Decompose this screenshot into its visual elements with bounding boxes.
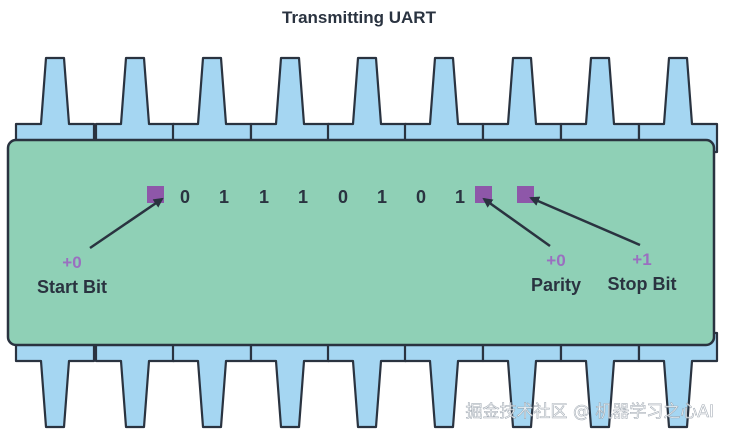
data-bit: 1 bbox=[259, 187, 269, 207]
top-pin bbox=[403, 56, 485, 154]
bottom-pin bbox=[249, 331, 331, 429]
parity-arrow bbox=[482, 197, 551, 248]
data-bit: 1 bbox=[377, 187, 387, 207]
top-pin bbox=[481, 56, 563, 154]
bottom-pin bbox=[14, 331, 96, 429]
bottom-pin bbox=[637, 331, 719, 429]
data-bit: 1 bbox=[219, 187, 229, 207]
top-pin bbox=[14, 56, 96, 154]
stop-bit-arrow bbox=[529, 196, 641, 247]
start-bit-label: Start Bit bbox=[37, 277, 107, 297]
bottom-pin bbox=[94, 331, 176, 429]
bottom-pin bbox=[171, 331, 253, 429]
top-pin bbox=[326, 56, 408, 154]
top-pin bbox=[637, 56, 719, 154]
top-pin bbox=[249, 56, 331, 154]
diagram-title: Transmitting UART bbox=[282, 8, 437, 27]
top-pins bbox=[14, 56, 719, 154]
start-bit-value: +0 bbox=[62, 253, 81, 272]
data-bit: 0 bbox=[180, 187, 190, 207]
bottom-pins bbox=[14, 331, 719, 429]
start-bit-arrow bbox=[89, 197, 164, 250]
data-bit: 1 bbox=[455, 187, 465, 207]
stop-bit-label: Stop Bit bbox=[608, 274, 677, 294]
bottom-pin bbox=[326, 331, 408, 429]
chip-body bbox=[6, 138, 716, 347]
stop-bit-marker bbox=[517, 186, 534, 203]
data-bit: 1 bbox=[298, 187, 308, 207]
top-pin bbox=[94, 56, 176, 154]
parity-bit-marker bbox=[475, 186, 492, 203]
watermark: 掘金技术社区 @ 机器学习之心AI bbox=[466, 402, 714, 422]
data-bit: 0 bbox=[338, 187, 348, 207]
top-pin bbox=[559, 56, 641, 154]
parity-value: +0 bbox=[546, 251, 565, 270]
parity-label: Parity bbox=[531, 275, 581, 295]
stop-bit-value: +1 bbox=[632, 250, 651, 269]
data-bit: 0 bbox=[416, 187, 426, 207]
data-bits: 0 1 1 1 0 1 0 1 bbox=[180, 187, 465, 207]
top-pin bbox=[171, 56, 253, 154]
